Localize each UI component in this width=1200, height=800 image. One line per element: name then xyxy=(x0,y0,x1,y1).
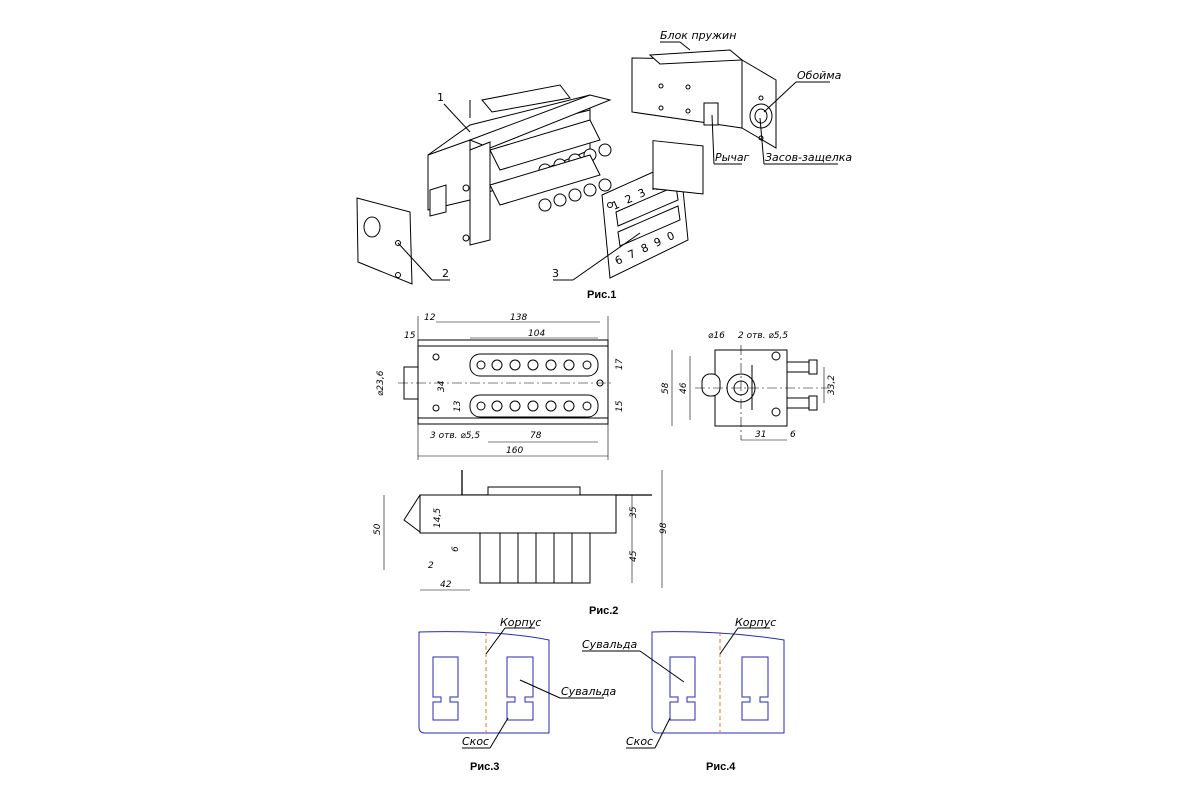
svg-text:7: 7 xyxy=(626,247,638,262)
fig4-caption: Рис.4 xyxy=(706,761,736,773)
svg-text:6: 6 xyxy=(451,546,461,552)
svg-text:15: 15 xyxy=(404,331,416,341)
svg-text:8: 8 xyxy=(639,241,651,256)
svg-text:138: 138 xyxy=(510,313,527,323)
svg-text:42: 42 xyxy=(440,580,452,590)
top-view-pins-upper xyxy=(476,359,592,371)
svg-text:3 отв. ⌀5,5: 3 отв. ⌀5,5 xyxy=(430,431,480,441)
svg-text:2: 2 xyxy=(428,561,434,571)
svg-text:13: 13 xyxy=(453,400,463,412)
svg-text:31: 31 xyxy=(755,430,766,440)
svg-text:34: 34 xyxy=(437,380,447,392)
svg-text:15: 15 xyxy=(615,400,625,412)
svg-text:45: 45 xyxy=(629,550,639,562)
label-lever: Рычаг xyxy=(715,151,750,164)
svg-text:Скос: Скос xyxy=(462,735,489,748)
svg-text:Сувальда: Сувальда xyxy=(582,638,638,651)
fig1-caption: Рис.1 xyxy=(587,289,616,301)
plate-part-2 xyxy=(356,197,413,285)
svg-text:⌀16: ⌀16 xyxy=(708,331,725,341)
svg-text:46: 46 xyxy=(679,382,689,394)
callout-2: 2 xyxy=(442,267,449,280)
svg-text:50: 50 xyxy=(373,523,383,535)
svg-text:0: 0 xyxy=(665,229,677,244)
svg-text:⌀23,6: ⌀23,6 xyxy=(376,370,386,396)
fig3-suvalda-left: Корпус Сувальда Скос Рис.3 xyxy=(418,616,617,773)
spring-block-housing xyxy=(631,57,743,129)
fig2-side-view: ⌀16 2 отв. ⌀5,5 58 46 33,2 31 6 xyxy=(661,331,837,441)
svg-text:6: 6 xyxy=(613,253,625,268)
svg-text:2 отв. ⌀5,5: 2 отв. ⌀5,5 xyxy=(738,331,788,341)
svg-text:17: 17 xyxy=(615,358,625,370)
top-view-pins-lower xyxy=(476,400,592,412)
fig4-suvalda-right: Корпус Сувальда Скос Рис.4 xyxy=(582,616,785,773)
label-bolt-latch: Засов-защелка xyxy=(765,151,852,164)
front-view-pins xyxy=(499,533,573,583)
svg-text:104: 104 xyxy=(528,329,545,339)
label-holder: Обойма xyxy=(797,69,842,82)
svg-text:35: 35 xyxy=(629,506,639,518)
svg-text:1: 1 xyxy=(610,198,622,213)
svg-text:Скос: Скос xyxy=(626,735,653,748)
svg-text:33,2: 33,2 xyxy=(827,375,837,395)
svg-text:2: 2 xyxy=(623,192,635,207)
fig1-isometric-view: 1 2 1 2 3 4 5 6 7 8 9 0 3 xyxy=(356,29,852,301)
svg-text:Корпус: Корпус xyxy=(500,616,541,629)
svg-text:Корпус: Корпус xyxy=(735,616,776,629)
fig2-front-view: 50 14,5 6 2 42 35 45 98 Рис.2 xyxy=(373,470,669,617)
callout-3: 3 xyxy=(552,267,559,280)
fig3-caption: Рис.3 xyxy=(470,761,499,773)
svg-text:58: 58 xyxy=(661,382,671,394)
fig2-top-view: 138 104 12 15 17 34 13 15 ⌀23,6 3 отв. ⌀… xyxy=(376,313,625,460)
svg-text:98: 98 xyxy=(659,522,669,534)
callout-1: 1 xyxy=(437,91,444,104)
svg-text:Сувальда: Сувальда xyxy=(561,685,617,698)
svg-text:9: 9 xyxy=(652,235,664,250)
svg-text:78: 78 xyxy=(530,431,542,441)
svg-text:6: 6 xyxy=(790,430,796,440)
svg-text:160: 160 xyxy=(506,446,523,456)
svg-text:14,5: 14,5 xyxy=(433,508,443,528)
svg-text:3: 3 xyxy=(636,186,648,201)
plate-digits-bottom: 6 7 8 9 0 xyxy=(613,229,677,268)
pin-row-bottom xyxy=(538,178,612,212)
label-spring-block: Блок пружин xyxy=(660,29,736,42)
svg-text:12: 12 xyxy=(424,313,436,323)
fig2-caption: Рис.2 xyxy=(589,605,618,617)
